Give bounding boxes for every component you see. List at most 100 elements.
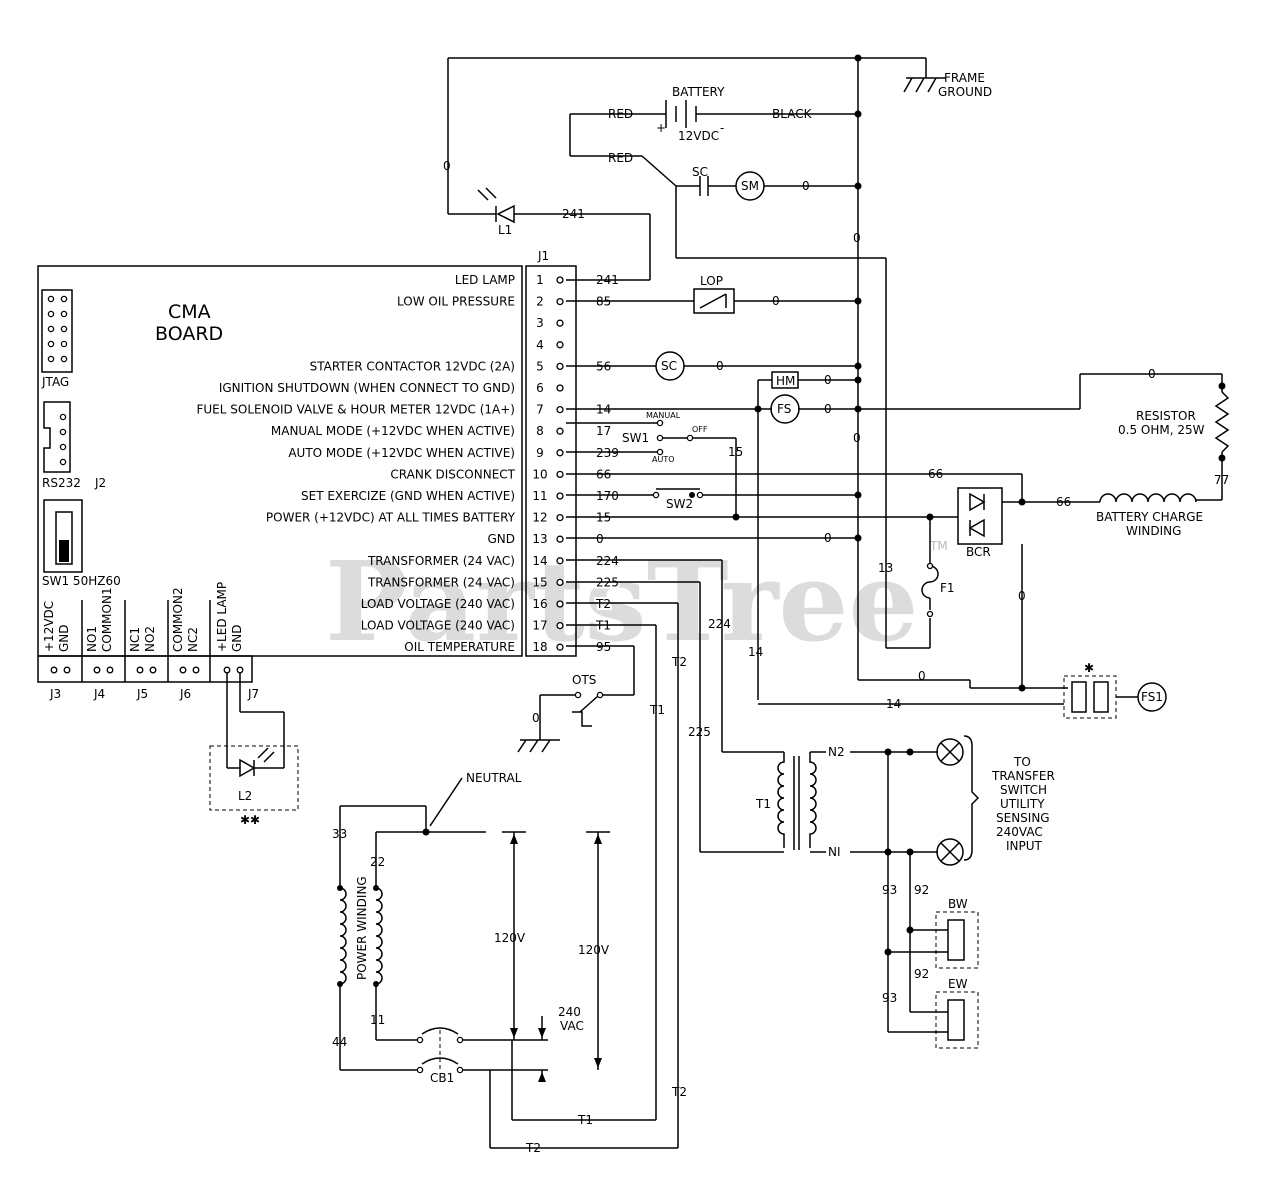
- wire-22: 22: [370, 855, 385, 869]
- rs232-label: RS232: [42, 476, 81, 490]
- pin-label: CRANK DISCONNECT: [390, 467, 515, 481]
- j1-pin-7: FUEL SOLENOID VALVE & HOUR METER 12VDC (…: [197, 401, 614, 419]
- wire-0-ots: 0: [532, 711, 540, 725]
- pin-wire-number: T2: [595, 597, 611, 611]
- hm-label: HM: [776, 374, 795, 388]
- pin-number: 9: [536, 446, 544, 460]
- wire-0-hm: 0: [824, 373, 832, 387]
- j1-label: J1: [537, 249, 549, 263]
- wire-14-h: 14: [886, 697, 901, 711]
- ots-switch: OTS: [572, 673, 604, 727]
- transfer-switch-note: TO TRANSFER SWITCH UTILITY SENSING 240VA…: [991, 755, 1055, 853]
- wire-241-top: 241: [562, 207, 585, 221]
- junction-dots: [337, 54, 1226, 987]
- pin-number: 18: [532, 640, 547, 654]
- n1-label: NI: [828, 845, 841, 859]
- wire-t1-v: T1: [649, 703, 665, 717]
- fs1-asterisk: ✱: [1084, 661, 1094, 675]
- svg-text:BATTERY: BATTERY: [672, 85, 725, 99]
- resistor-label-2: 0.5 OHM, 25W: [1118, 423, 1205, 437]
- pin-terminal: [556, 319, 564, 327]
- j6-line1: COMMON2: [171, 587, 185, 652]
- wire-44: 44: [332, 1035, 347, 1049]
- pin-terminal: [556, 427, 564, 435]
- wire-15-sw: 15: [728, 445, 743, 459]
- j1-pin-3: 3: [536, 316, 564, 330]
- svg-text:-: -: [720, 121, 724, 135]
- svg-text:12VDC: 12VDC: [678, 129, 719, 143]
- ew-label: EW: [948, 977, 968, 991]
- jtag-label: JTAG: [41, 375, 69, 389]
- pin-number: 6: [536, 381, 544, 395]
- j7-line1: +LED LAMP: [215, 582, 229, 652]
- wire-66-bcw: 66: [1056, 495, 1071, 509]
- v120-a: 120V: [494, 931, 526, 945]
- pin-label: FUEL SOLENOID VALVE & HOUR METER 12VDC (…: [197, 403, 516, 417]
- wire-13: 13: [878, 561, 893, 575]
- j3-name: J3: [49, 687, 61, 701]
- wire-0-fs: 0: [824, 402, 832, 416]
- j7-line2: GND: [230, 624, 244, 652]
- svg-text:L1: L1: [498, 223, 512, 237]
- neutral-label: NEUTRAL: [466, 771, 522, 785]
- pin-number: 13: [532, 532, 547, 546]
- sc-contact-label: SC: [692, 165, 708, 179]
- sw1-50hz60: SW1 50HZ60: [42, 574, 121, 588]
- l2-double-asterisk: ✱✱: [240, 813, 260, 827]
- svg-text:BCR: BCR: [966, 545, 991, 559]
- svg-text:TRANSFER: TRANSFER: [991, 769, 1055, 783]
- j7-name: J7: [247, 687, 259, 701]
- pin-number: 12: [532, 511, 547, 525]
- pin-wire-number: 95: [596, 640, 611, 654]
- bottom-terminals: [50, 666, 244, 674]
- cma-board: J1 CMA BOARD JTAG RS232 J2 SW1 50HZ60 +1…: [37, 249, 577, 701]
- wire-0-gnd: 0: [824, 531, 832, 545]
- svg-text:FS1: FS1: [1141, 690, 1163, 704]
- wire-0-fs1: 0: [918, 669, 926, 683]
- battery: BATTERY 12VDC + -: [656, 85, 725, 143]
- v240-b: VAC: [560, 1019, 584, 1033]
- j4-line1: NO1: [85, 626, 99, 652]
- switch-sw1: MANUAL OFF AUTO SW1: [622, 411, 708, 464]
- svg-text:AUTO: AUTO: [652, 455, 675, 464]
- pin-wire-number: 170: [596, 489, 619, 503]
- watermark-tm: TM: [929, 539, 948, 553]
- jtag-pins: [47, 295, 68, 363]
- led-l2: L2: [238, 747, 275, 803]
- pin-terminal: [556, 492, 564, 500]
- n2-label: N2: [828, 745, 845, 759]
- pin-label: STARTER CONTACTOR 12VDC (2A): [310, 359, 515, 373]
- watermark: PartsTree: [325, 537, 919, 666]
- wire-0-lop: 0: [772, 294, 780, 308]
- wire-0-l1: 0: [443, 159, 451, 173]
- frame-ground-2: GROUND: [938, 85, 992, 99]
- pin-label: TRANSFORMER (24 VAC): [367, 554, 515, 568]
- pin-label: LOW OIL PRESSURE: [397, 295, 515, 309]
- pin-label: POWER (+12VDC) AT ALL TIMES BATTERY: [266, 511, 516, 525]
- pin-terminal: [556, 535, 564, 543]
- pin-label: LOAD VOLTAGE (240 VAC): [361, 619, 515, 633]
- pin-terminal: [556, 297, 564, 306]
- pin-number: 11: [532, 489, 547, 503]
- svg-text:MANUAL: MANUAL: [646, 411, 681, 420]
- pin-number: 15: [532, 575, 547, 589]
- wire-77: 77: [1214, 473, 1229, 487]
- pin-number: 14: [532, 554, 547, 568]
- wire-92-top: 92: [914, 883, 929, 897]
- j6-line2: NC2: [186, 627, 200, 652]
- wire-0-sc: 0: [716, 359, 724, 373]
- j5-name: J5: [136, 687, 148, 701]
- pin-number: 4: [536, 338, 544, 352]
- wire-0-res: 0: [1148, 367, 1156, 381]
- wire-numbers: 0 241 0 0 0 0 0 0 0 0 15 66 66 77 0 13 0…: [332, 159, 1229, 1155]
